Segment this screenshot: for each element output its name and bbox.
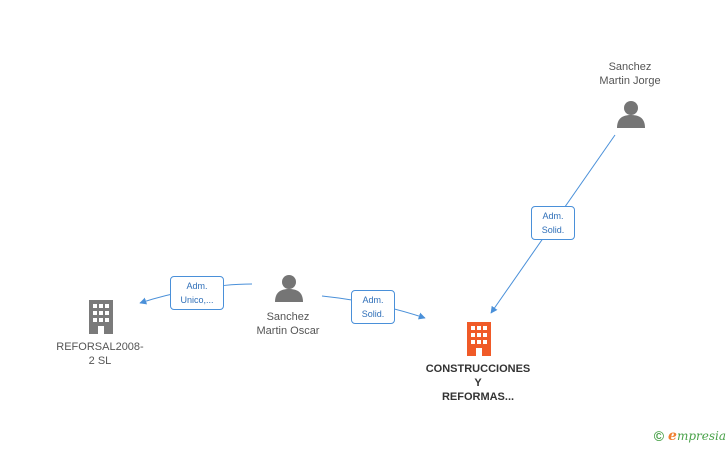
node-label-construcciones[interactable]: CONSTRUCCIONES Y REFORMAS... <box>418 362 538 404</box>
building-icon[interactable] <box>464 322 494 356</box>
building-icon[interactable] <box>86 300 116 334</box>
edge-label-line: Solid. <box>541 225 565 235</box>
footer-brand: © empresia <box>654 428 726 444</box>
edge-label-line: Solid. <box>361 309 385 319</box>
edge-label-line: Adm. <box>542 211 564 221</box>
brand-logo: empresia <box>668 428 726 444</box>
edge-label-line: Adm. <box>362 295 384 305</box>
node-label-line: Sanchez <box>266 311 310 323</box>
edge-label-jorge-construcciones[interactable]: Adm. Solid. <box>531 206 575 240</box>
person-icon[interactable] <box>616 100 646 128</box>
node-label-line: REFORSAL2008- <box>56 341 144 353</box>
person-icon[interactable] <box>274 274 304 302</box>
node-label-jorge[interactable]: Sanchez Martin Jorge <box>580 60 680 88</box>
node-label-line: REFORMAS... <box>441 391 515 403</box>
node-label-reforsal[interactable]: REFORSAL2008- 2 SL <box>48 340 152 368</box>
edge-label-line: Adm. <box>186 281 208 291</box>
node-label-line: Sanchez <box>608 61 652 73</box>
node-label-line: Martin Oscar <box>256 325 320 337</box>
node-label-line: Y <box>474 377 482 389</box>
node-label-line: Martin Jorge <box>599 75 661 87</box>
node-label-line: CONSTRUCCIONES <box>425 363 531 375</box>
edge-label-oscar-construcciones[interactable]: Adm. Solid. <box>351 290 395 324</box>
node-label-oscar[interactable]: Sanchez Martin Oscar <box>238 310 338 338</box>
node-label-line: 2 SL <box>88 355 112 367</box>
copyright-icon: © <box>653 428 665 444</box>
edge-label-line: Unico,... <box>180 295 214 305</box>
edge-label-oscar-reforsal[interactable]: Adm. Unico,... <box>170 276 224 310</box>
